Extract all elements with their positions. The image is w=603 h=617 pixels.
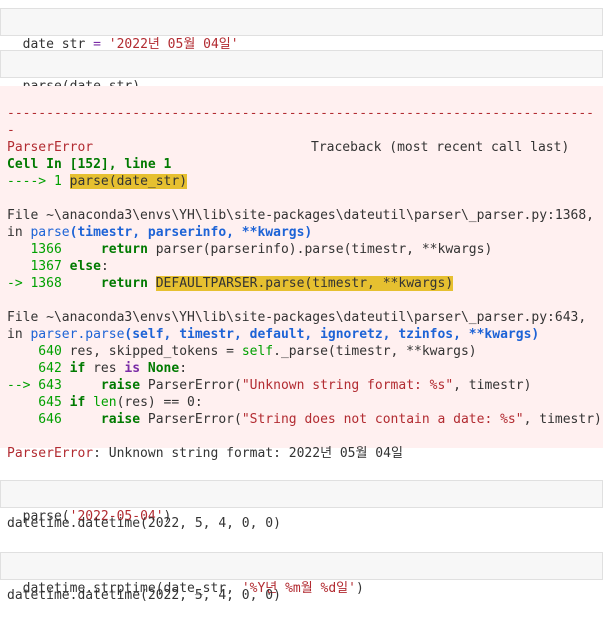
line-number: 1367: [7, 259, 70, 274]
highlight-code: parse(date_str): [69, 174, 188, 189]
func-args: (self, timestr, default, ignoretz, tzinf…: [124, 327, 540, 342]
code-text: datetime.strptime(date_str,: [22, 581, 242, 596]
code-text: ._parse(timestr, **kwargs): [273, 344, 477, 359]
code-cell-4[interactable]: datetime.strptime(date_str, '%Y년 %m월 %d일…: [0, 552, 603, 596]
string-literal: '%Y년 %m월 %d일': [241, 581, 356, 596]
keyword: is: [124, 361, 141, 376]
operator: =: [93, 37, 101, 52]
line-number: 640: [7, 344, 70, 359]
arrow-marker: ----> 1: [7, 174, 70, 189]
string-literal: '2022년 05월 04일': [108, 37, 239, 52]
file-path-1: File ~\anaconda3\envs\YH\lib\site-packag…: [7, 208, 594, 223]
code-text: ): [163, 509, 172, 524]
separator-line: ----------------------------------------…: [7, 106, 594, 121]
line-number: 642: [7, 361, 70, 376]
cell-in-line: Cell In [152], line 1: [7, 157, 172, 172]
code-text: res: [85, 361, 125, 376]
code-text: parse(: [22, 509, 70, 524]
code-text: ): [355, 581, 364, 596]
output-4: datetime.datetime(2022, 5, 4, 0, 0): [7, 588, 281, 603]
code-text: :: [100, 259, 109, 274]
keyword: if: [69, 361, 86, 376]
traceback: ----------------------------------------…: [7, 88, 603, 479]
func-name: parser.parse: [30, 327, 125, 342]
final-error-message: : Unknown string format: 2022년 05월 04일: [93, 446, 403, 461]
line-number: 1366: [7, 242, 70, 257]
in-keyword: in: [7, 327, 31, 342]
keyword: None: [140, 361, 180, 376]
code-text: :: [179, 361, 188, 376]
line-number: 645: [7, 395, 70, 410]
code-text: , timestr): [453, 378, 532, 393]
code-text: , timestr): [523, 412, 602, 427]
arrow-marker: --> 643: [7, 378, 70, 393]
file-path-2: File ~\anaconda3\envs\YH\lib\site-packag…: [7, 310, 587, 325]
highlight-code: DEFAULTPARSER.parse(timestr, **kwargs): [155, 276, 454, 291]
traceback-label: Traceback (most recent call last): [311, 140, 570, 155]
output-3: datetime.datetime(2022, 5, 4, 0, 0): [7, 516, 281, 531]
code-text: ParserError(: [140, 378, 242, 393]
code-text: date_str: [22, 37, 94, 52]
keyword: if: [69, 395, 86, 410]
string-literal: '2022-05-04': [69, 509, 164, 524]
keyword: else: [69, 259, 101, 274]
code-text: res, skipped_tokens =: [69, 344, 242, 359]
code-text: parser(parserinfo).parse(timestr, **kwar…: [147, 242, 493, 257]
string-literal: "String does not contain a date: %s": [241, 412, 524, 427]
code-cell-1[interactable]: date_str = '2022년 05월 04일': [0, 8, 603, 52]
keyword: raise: [69, 412, 141, 427]
self-keyword: self: [241, 344, 274, 359]
func-name: parse: [30, 225, 70, 240]
keyword: return: [69, 276, 148, 291]
error-output: [0, 86, 603, 448]
code-cell-2[interactable]: parse(date_str): [0, 50, 603, 94]
keyword: raise: [69, 378, 141, 393]
arrow-marker: -> 1368: [7, 276, 70, 291]
code-text: (res) == 0:: [116, 395, 203, 410]
in-keyword: in: [7, 225, 31, 240]
separator-dash: -: [7, 123, 15, 138]
error-name: ParserError: [7, 140, 94, 155]
code-cell-3[interactable]: parse('2022-05-04'): [0, 480, 603, 524]
final-error-name: ParserError: [7, 446, 94, 461]
string-literal: "Unknown string format: %s": [241, 378, 454, 393]
line-number: 646: [7, 412, 70, 427]
keyword: return: [69, 242, 148, 257]
builtin: len: [85, 395, 117, 410]
func-args: (timestr, parserinfo, **kwargs): [69, 225, 313, 240]
code-text: ParserError(: [140, 412, 242, 427]
